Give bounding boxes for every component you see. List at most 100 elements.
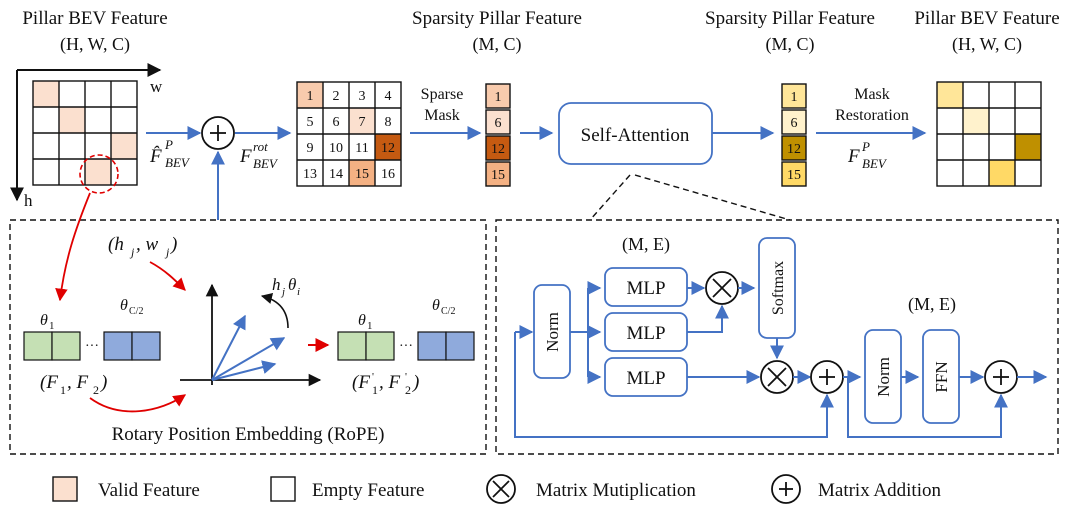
grid-cell-number: 8 <box>385 115 392 130</box>
svg-text:F: F <box>239 146 252 167</box>
svg-text:, F: , F <box>379 372 401 393</box>
grid-cell-number: 9 <box>307 141 314 156</box>
theta-labels-right: θ 1 θ C/2 <box>358 297 455 332</box>
svg-text:P: P <box>164 137 173 152</box>
svg-text:C/2: C/2 <box>441 306 455 317</box>
svg-text:rot: rot <box>253 139 268 154</box>
red-arrow-f-pair <box>89 394 187 413</box>
grid-cell-number: 14 <box>329 167 343 182</box>
mlp-label-3: MLP <box>626 368 665 389</box>
svg-text:j: j <box>164 245 170 259</box>
label-f-rot: F rot BEV <box>239 139 279 171</box>
grid-cell-number: 12 <box>381 141 395 156</box>
svg-text:···: ··· <box>399 339 413 354</box>
rope-caption: Rotary Position Embedding (RoPE) <box>112 424 385 445</box>
sparse-cell-number: 6 <box>791 116 798 131</box>
norm-label-2: Norm <box>874 357 893 397</box>
legend-empty-label: Empty Feature <box>312 480 424 501</box>
grid-cell-number: 15 <box>355 167 369 182</box>
label-me-1: (M, E) <box>622 234 670 255</box>
grid-cell-number: 1 <box>307 89 314 104</box>
svg-text:j: j <box>280 286 285 298</box>
svg-text:': ' <box>405 371 407 383</box>
svg-text:BEV: BEV <box>165 155 191 170</box>
axis-w-label: w <box>150 77 163 96</box>
grid-cell-number: 2 <box>333 89 340 104</box>
svg-text:C/2: C/2 <box>129 306 143 317</box>
svg-text:): ) <box>100 372 107 393</box>
rotation-label: h j θ i <box>272 275 300 298</box>
dashed-connector-right <box>634 174 791 221</box>
grid-cell-number: 16 <box>381 167 395 182</box>
grid-cell-number: 3 <box>359 89 366 104</box>
label-f-out: F P BEV <box>847 139 888 171</box>
svg-text:(F: (F <box>40 372 58 393</box>
title-sparsity-1: Sparsity Pillar Feature <box>412 8 582 29</box>
legend-matmul-icon <box>486 474 516 504</box>
svg-text:(h: (h <box>108 234 124 255</box>
multiply-circle-2 <box>760 360 794 394</box>
highlight-circle <box>79 154 119 194</box>
svg-text:1: 1 <box>49 320 55 332</box>
svg-text:i: i <box>297 286 300 298</box>
sparse-cell-number: 1 <box>495 90 502 105</box>
multiply-circle-1 <box>705 271 739 305</box>
dashed-connector-left <box>589 174 631 221</box>
svg-text:j: j <box>129 245 135 259</box>
svg-text:Mask: Mask <box>854 86 890 103</box>
self-attention-label: Self-Attention <box>581 125 690 146</box>
svg-text:θ: θ <box>120 297 128 314</box>
svg-text:': ' <box>372 371 374 383</box>
dims-sparsity-2: (M, C) <box>766 34 815 55</box>
feature-blocks-left: ··· <box>23 331 161 361</box>
grid-cell-number: 6 <box>333 115 340 130</box>
right-bev-grid <box>936 81 1042 187</box>
softmax-label: Softmax <box>770 261 787 315</box>
svg-text:, F: , F <box>67 372 89 393</box>
svg-text:): ) <box>412 372 419 393</box>
residual-line-1 <box>514 332 834 438</box>
label-f-bev-p: F̂ P BEV <box>149 137 191 170</box>
svg-text:Sparse: Sparse <box>421 86 464 103</box>
svg-text:(F: (F <box>352 372 370 393</box>
sparse-cell-number: 15 <box>491 168 505 183</box>
grid-cell-number: 7 <box>359 115 366 130</box>
svg-text:1: 1 <box>372 383 378 397</box>
arrow-mlp2-mul <box>687 304 729 333</box>
legend-valid-swatch <box>52 476 78 502</box>
title-pillar-bev-left: Pillar BEV Feature <box>22 8 167 29</box>
legend-matadd-icon <box>771 474 801 504</box>
add-circle-2 <box>984 360 1018 394</box>
svg-text:F̂: F̂ <box>149 146 162 167</box>
title-sparsity-2: Sparsity Pillar Feature <box>705 8 875 29</box>
grid-cell-number: 13 <box>303 167 317 182</box>
svg-text:BEV: BEV <box>862 156 888 171</box>
dims-pillar-bev-right: (H, W, C) <box>952 34 1022 55</box>
red-arrow-coord <box>149 261 186 291</box>
legend-matadd-label: Matrix Addition <box>818 480 941 501</box>
sparse-cell-number: 1 <box>791 90 798 105</box>
norm-to-mlp-lines <box>570 281 602 384</box>
grid-cell-number: 4 <box>385 89 392 104</box>
svg-text:θ: θ <box>358 312 366 329</box>
svg-text:2: 2 <box>93 383 99 397</box>
svg-text:, w: , w <box>136 234 159 255</box>
svg-text:···: ··· <box>85 339 99 354</box>
svg-text:P: P <box>861 139 870 154</box>
theta-labels-left: θ 1 θ C/2 <box>40 297 143 332</box>
svg-text:h: h <box>272 275 281 294</box>
sparse-mask-label: Sparse Mask <box>421 86 464 124</box>
legend-empty-swatch <box>270 476 296 502</box>
left-bev-grid: w h <box>10 63 163 210</box>
norm-label-1: Norm <box>543 312 562 352</box>
title-pillar-bev-right: Pillar BEV Feature <box>914 8 1059 29</box>
mlp-label-2: MLP <box>626 323 665 344</box>
svg-text:Mask: Mask <box>424 107 460 124</box>
label-me-2: (M, E) <box>908 294 956 315</box>
sparse-cell-number: 6 <box>495 116 502 131</box>
ffn-label: FFN <box>932 361 951 392</box>
grid-cell-number: 5 <box>307 115 314 130</box>
